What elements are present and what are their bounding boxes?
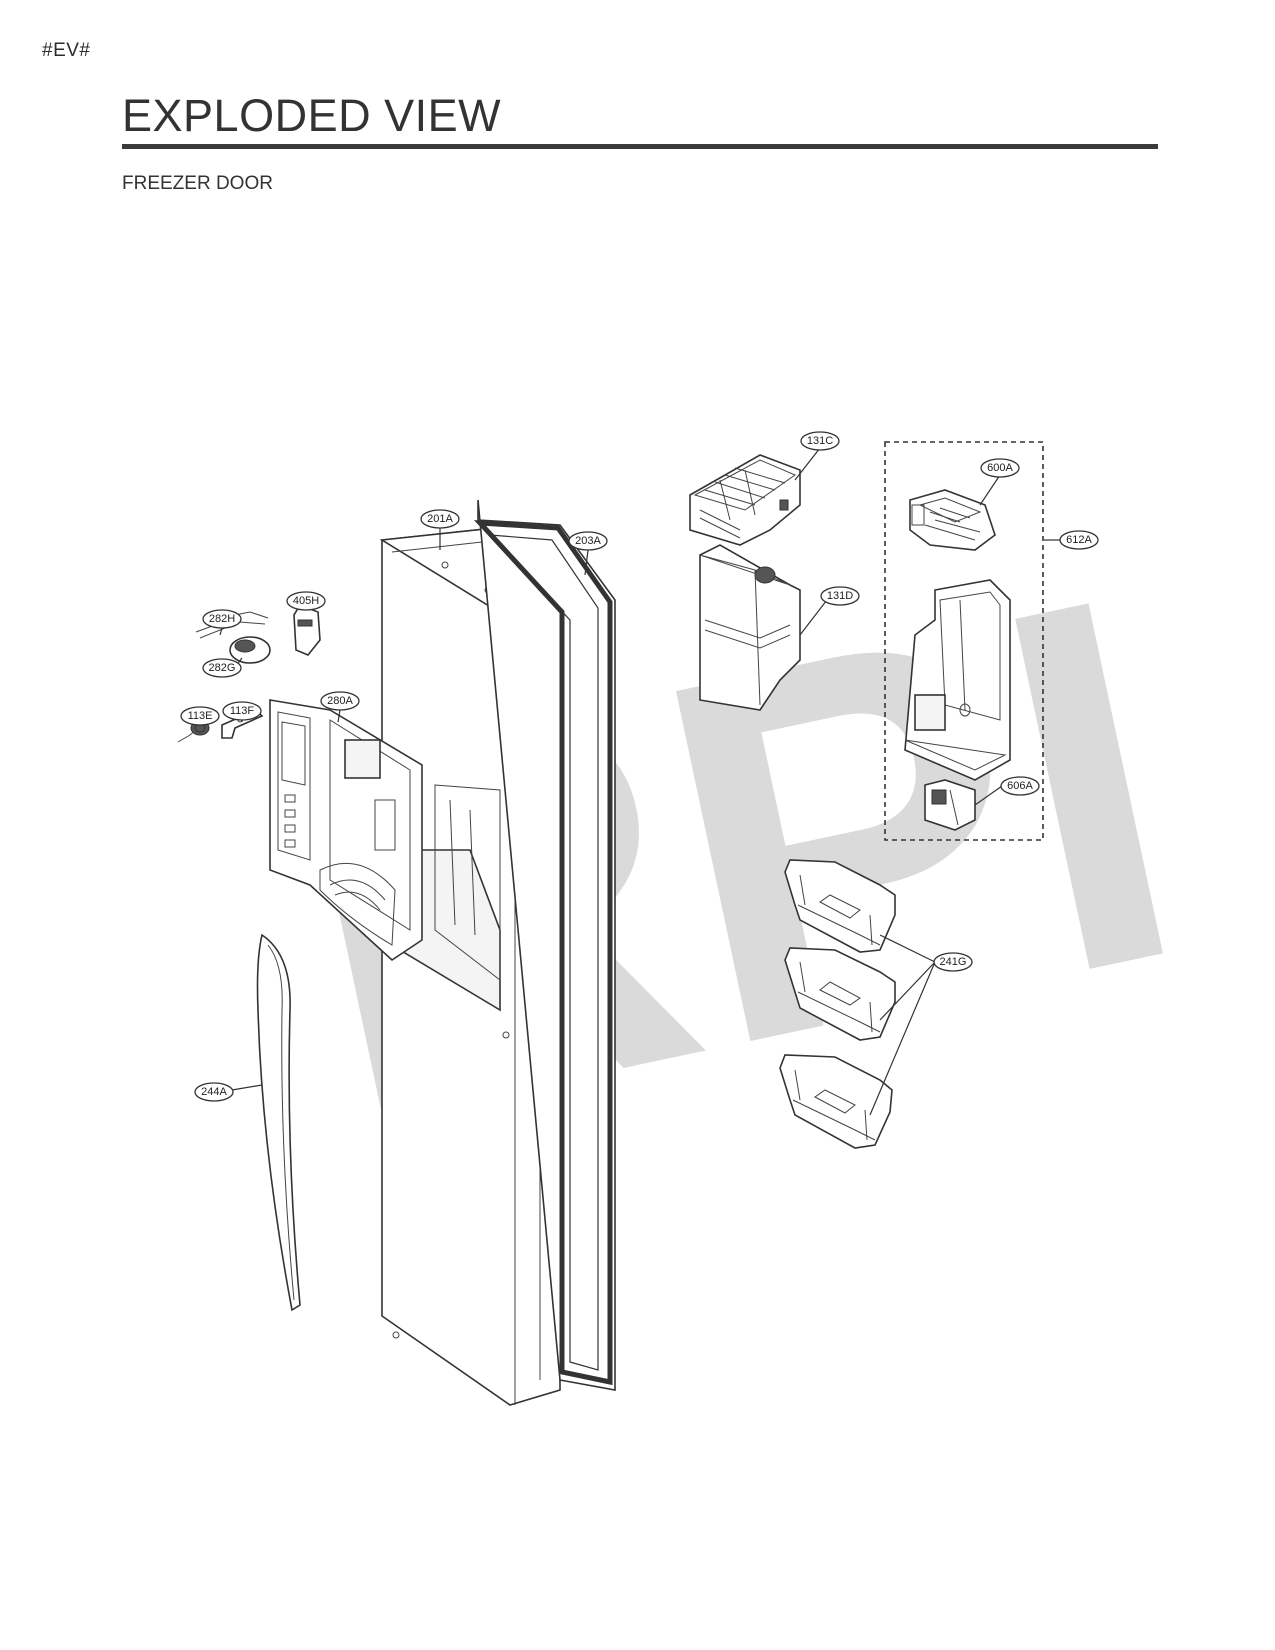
- door-bin-241G-1: [784, 859, 896, 953]
- ice-bin-cover-131C: [689, 454, 801, 546]
- callout-201A: 201A: [420, 509, 460, 529]
- svg-text:280A: 280A: [327, 695, 353, 707]
- callout-282G: 282G: [202, 658, 242, 678]
- auger-motor-606A: [924, 779, 976, 831]
- dispenser-cover-280A: [269, 699, 423, 962]
- callout-282H: 282H: [202, 609, 242, 629]
- part-405H: [293, 595, 321, 656]
- svg-text:203A: 203A: [575, 535, 601, 547]
- svg-text:113E: 113E: [188, 710, 213, 722]
- callout-280A: 280A: [320, 691, 360, 711]
- ice-bin-131D: [699, 544, 801, 711]
- ice-maker-bracket: [904, 579, 1011, 781]
- title-rule: [122, 144, 1158, 149]
- page-code: #EV#: [42, 40, 91, 61]
- svg-text:600A: 600A: [987, 462, 1013, 474]
- door-bin-241G-2: [784, 947, 896, 1041]
- svg-text:606A: 606A: [1007, 780, 1033, 792]
- door-handle-244A: [256, 933, 301, 1312]
- ice-maker-kit-612A-box: [884, 441, 1044, 841]
- door-bin-241G-3: [779, 1054, 893, 1149]
- svg-text:282G: 282G: [209, 662, 236, 674]
- svg-text:241G: 241G: [940, 956, 967, 968]
- svg-text:113F: 113F: [230, 705, 255, 717]
- callout-244A: 244A: [194, 1082, 234, 1102]
- svg-text:131D: 131D: [827, 590, 853, 602]
- svg-text:201A: 201A: [427, 513, 453, 525]
- svg-text:131C: 131C: [807, 435, 833, 447]
- callout-241G: 241G: [933, 952, 973, 972]
- callout-606A: 606A: [1000, 776, 1040, 796]
- callout-405H: 405H: [286, 591, 326, 611]
- callout-113E: 113E: [180, 706, 220, 726]
- page-title: EXPLODED VIEW: [122, 90, 502, 141]
- section-subtitle: FREEZER DOOR: [122, 173, 273, 194]
- callout-600A: 600A: [980, 458, 1020, 478]
- svg-text:282H: 282H: [209, 613, 235, 625]
- svg-text:244A: 244A: [201, 1086, 227, 1098]
- callout-612A: 612A: [1059, 530, 1099, 550]
- leader-lines: [199, 447, 1060, 1116]
- callout-113F: 113F: [222, 701, 262, 721]
- callout-131D: 131D: [820, 586, 860, 606]
- ice-maker-600A: [909, 489, 996, 551]
- callout-203A: 203A: [568, 531, 608, 551]
- door-gasket-203A: [473, 499, 616, 1391]
- svg-text:405H: 405H: [293, 595, 319, 607]
- part-282G: [229, 636, 271, 664]
- callout-131C: 131C: [800, 431, 840, 451]
- svg-text:612A: 612A: [1066, 534, 1092, 546]
